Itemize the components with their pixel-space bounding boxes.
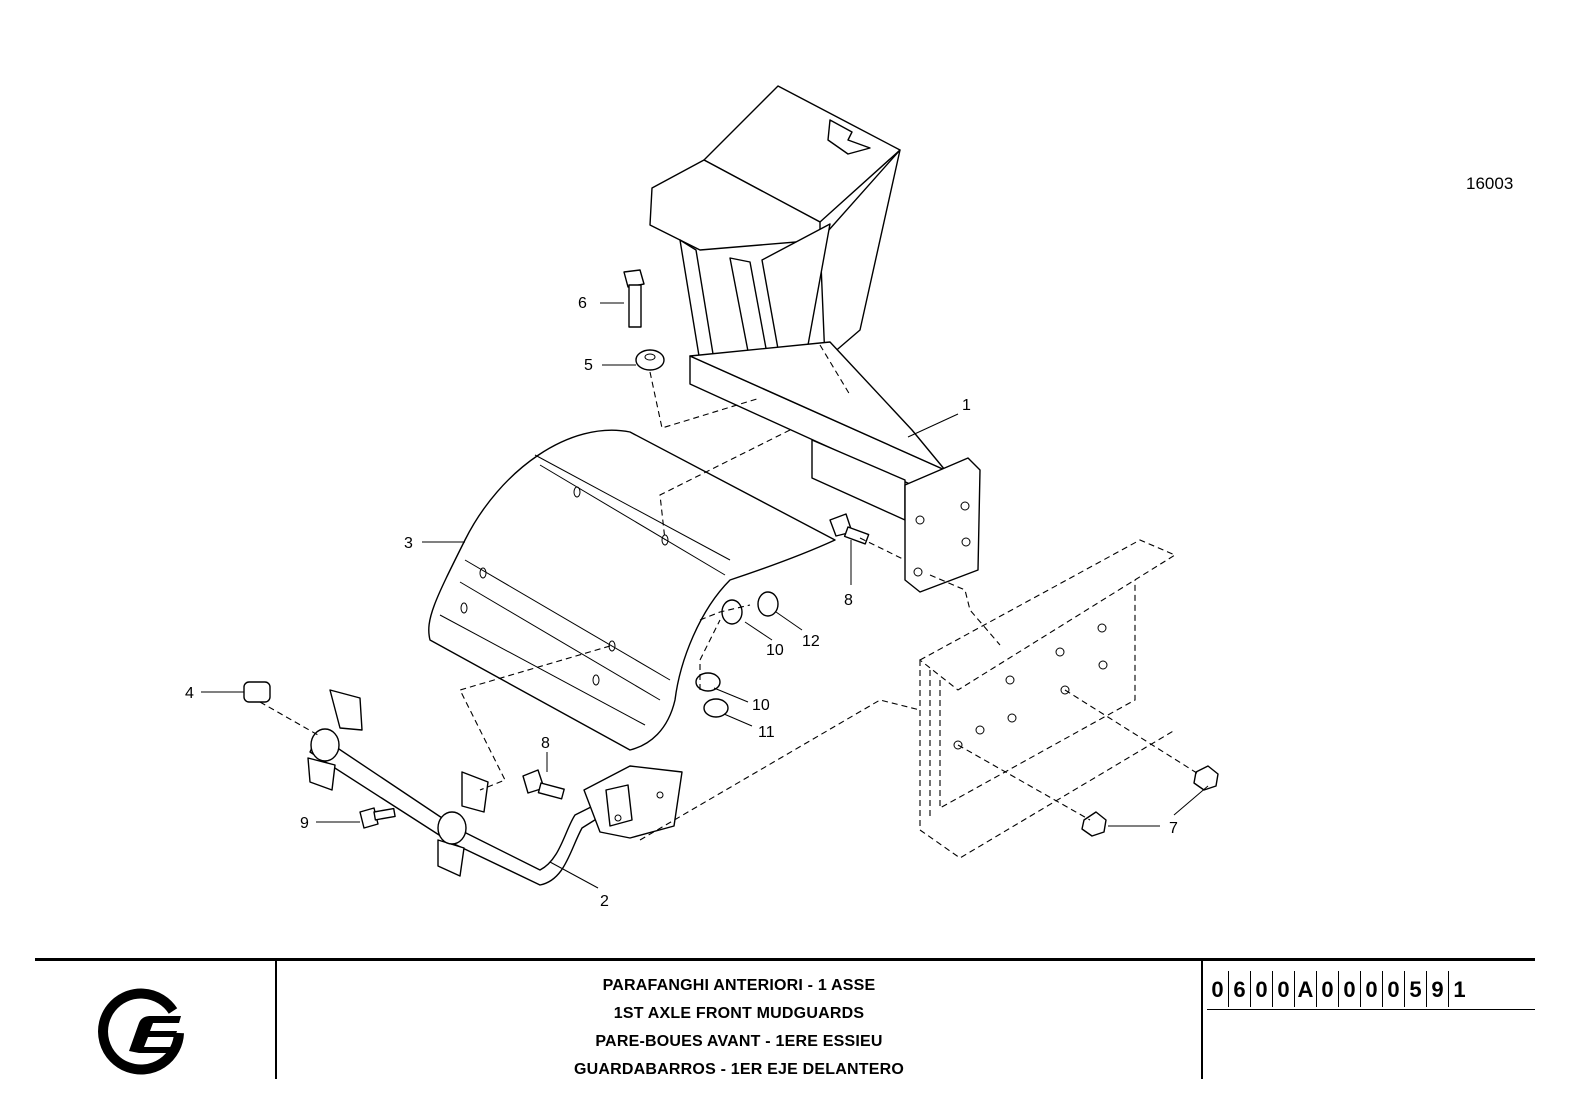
washer-part-5 (635, 349, 665, 371)
title-cell: PARAFANGHI ANTERIORI - 1 ASSE 1ST AXLE F… (277, 961, 1203, 1079)
bolt-part-6 (623, 269, 645, 328)
part-code-cell: 0 6 0 0 A 0 0 0 0 5 9 1 (1203, 961, 1535, 1079)
title-french: PARE-BOUES AVANT - 1ERE ESSIEU (595, 1033, 883, 1050)
leader-lines (201, 302, 1209, 889)
screw-part-9 (359, 807, 396, 829)
logo-cell (35, 961, 277, 1079)
part-code-char: 0 (1251, 971, 1273, 1007)
part-code-char: 0 (1317, 971, 1339, 1007)
callout-8-lower: 8 (541, 735, 550, 752)
support-tube-part-2 (307, 689, 683, 886)
callout-1: 1 (962, 397, 971, 414)
title-spanish: GUARDABARROS - 1ER EJE DELANTERO (574, 1061, 904, 1078)
part-code-char: 0 (1339, 971, 1361, 1007)
assembly-lines (259, 344, 1201, 841)
part-code-char: 6 (1229, 971, 1251, 1007)
mudguard-part-3 (428, 429, 836, 751)
part-code: 0 6 0 0 A 0 0 0 0 5 9 1 (1207, 971, 1535, 1010)
bracket-part-1 (649, 85, 981, 593)
title-block: PARAFANGHI ANTERIORI - 1 ASSE 1ST AXLE F… (35, 958, 1535, 1079)
callout-6: 6 (578, 295, 587, 312)
title-english: 1ST AXLE FRONT MUDGUARDS (613, 1005, 865, 1022)
callout-9: 9 (300, 815, 309, 832)
part-code-char: 1 (1453, 977, 1466, 1002)
bolt-part-8-lower (522, 769, 565, 800)
bolt-part-8-upper (829, 513, 870, 545)
part-code-char: 0 (1207, 971, 1229, 1007)
callout-8-upper: 8 (844, 592, 853, 609)
washers-parts-10-11-12 (695, 591, 779, 718)
part-code-char: 5 (1405, 971, 1427, 1007)
callout-2: 2 (600, 893, 609, 910)
callout-7: 7 (1169, 820, 1178, 837)
drawing-number: 16003 (1466, 174, 1514, 193)
part-code-char: 0 (1383, 971, 1405, 1007)
frame-rail (919, 539, 1177, 859)
callout-3: 3 (404, 535, 413, 552)
part-code-char: 0 (1361, 971, 1383, 1007)
nuts-part-7 (1081, 765, 1219, 837)
callout-4: 4 (185, 685, 194, 702)
callouts: 1 6 5 3 8 10 12 10 11 4 8 9 2 7 (185, 295, 1178, 910)
callout-11: 11 (758, 724, 775, 741)
part-code-char: A (1295, 971, 1317, 1007)
callout-10-upper: 10 (766, 642, 784, 659)
part-code-char: 0 (1273, 971, 1295, 1007)
exploded-parts-diagram: 1 6 5 3 8 10 12 10 11 4 8 9 2 7 (185, 85, 1219, 910)
company-logo-icon (98, 988, 184, 1075)
cap-part-4 (243, 681, 271, 703)
part-code-char: 9 (1427, 971, 1449, 1007)
title-italian: PARAFANGHI ANTERIORI - 1 ASSE (602, 977, 876, 994)
callout-10-lower: 10 (752, 697, 770, 714)
callout-5: 5 (584, 357, 593, 374)
callout-12: 12 (802, 633, 820, 650)
